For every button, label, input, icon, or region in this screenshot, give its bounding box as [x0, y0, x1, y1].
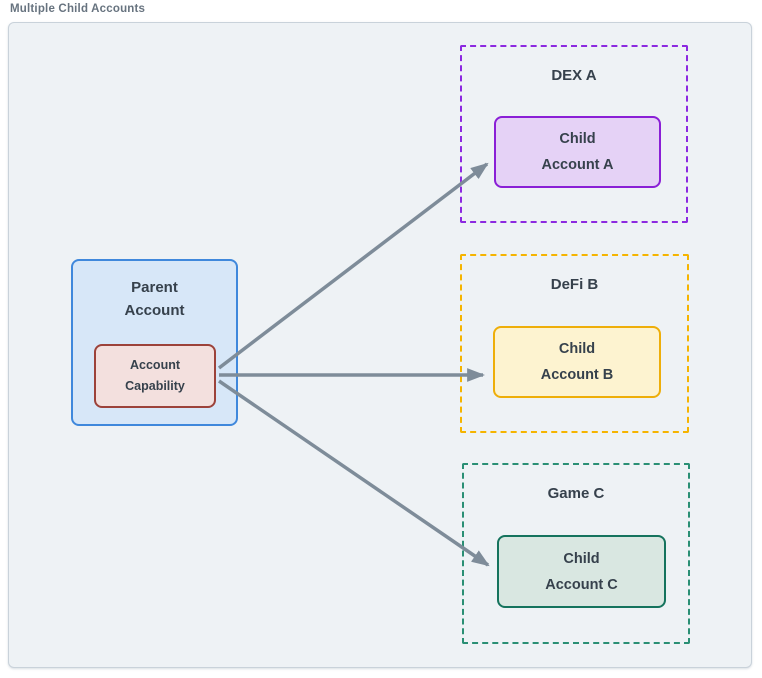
zone-dex-a: DEX A Child Account A — [460, 45, 688, 223]
zone-dex-a-label: DEX A — [551, 67, 597, 84]
child-account-a-label-line2: Account A — [541, 157, 614, 173]
child-account-c-label-line2: Account C — [545, 576, 618, 593]
account-capability-label-line1: Account — [130, 358, 180, 372]
child-account-b-label-line1: Child — [558, 341, 596, 357]
child-account-b-label-line2: Account B — [540, 367, 614, 383]
account-capability-node: Account Capability — [94, 344, 216, 408]
account-capability-label-line2: Capability — [125, 379, 185, 393]
diagram-canvas: Parent Account Account Capability DEX A … — [8, 22, 752, 668]
child-account-c-node: Child Account C — [497, 535, 666, 608]
child-account-c-label-line1: Child — [563, 550, 600, 567]
parent-account-label-line1: Parent — [131, 279, 178, 296]
child-account-a-node: Child Account A — [494, 116, 661, 188]
parent-account-label-line2: Account — [124, 302, 185, 319]
parent-account-label: Parent Account — [73, 276, 236, 322]
zone-game-c: Game C Child Account C — [462, 463, 690, 644]
diagram-title: Multiple Child Accounts — [10, 3, 146, 15]
zone-defi-b-label: DeFi B — [550, 276, 599, 293]
child-account-a-label-line1: Child — [559, 131, 596, 147]
child-account-b-node: Child Account B — [493, 326, 661, 398]
parent-account-node: Parent Account Account Capability — [71, 259, 238, 426]
zone-game-c-label: Game C — [547, 485, 605, 502]
zone-defi-b: DeFi B Child Account B — [460, 254, 689, 433]
